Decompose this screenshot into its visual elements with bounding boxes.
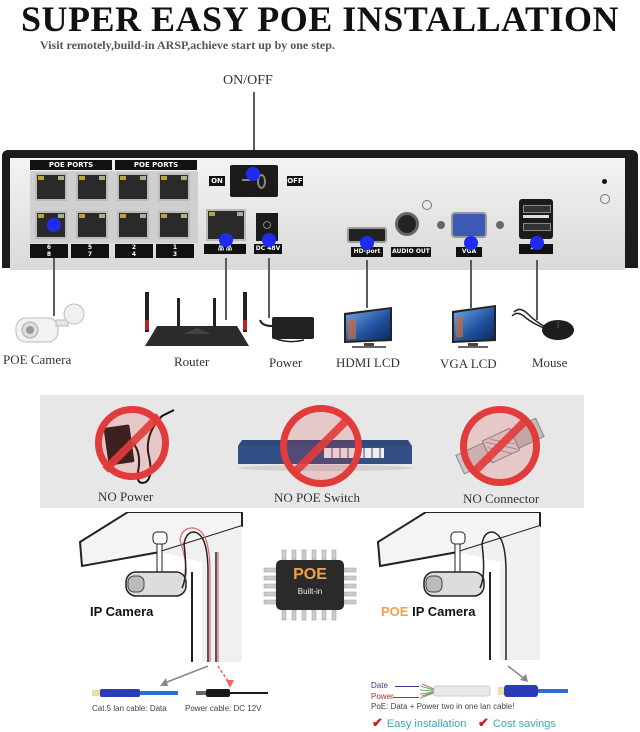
onoff-callout-label: ON/OFF [223,73,273,88]
poe-ports-label-1: POE PORTS [30,160,112,170]
checkmark-icon: ✔ [478,715,489,730]
leader-line [536,260,538,320]
power-cable-label: Power cable: DC 12V [185,704,262,713]
ip-camera-installation-diagram [78,512,243,688]
lan-cable-label: Cat.5 lan cable: Data [92,704,167,713]
poe-port[interactable] [35,173,67,201]
poe-port[interactable] [158,211,190,239]
benefit-cost-savings: ✔ Cost savings [478,715,556,730]
poe-port[interactable] [117,173,149,201]
poe-port[interactable] [76,211,108,239]
dc-cable-icon [196,689,268,697]
no-item-label: NO Connector [463,491,540,506]
data-wire-line [395,686,419,687]
poe-port[interactable] [158,173,190,201]
bullet-camera-icon [15,303,85,343]
ip-camera-title: IP Camera [90,604,154,619]
dc-port-label: DC 48V [254,244,282,254]
switch-off-label: OFF [287,176,303,186]
data-wire-label: Date [371,681,388,690]
no-item-label: NO POE Switch [274,490,360,505]
poe-ip-camera-title: POE IP Camera [381,604,476,619]
leader-line [366,260,368,308]
prohibited-icon [95,406,169,480]
vga-port[interactable] [451,212,487,238]
chip-subtitle: Built-in [297,587,323,596]
callout-dot [530,236,544,250]
poe-note: PoE: Data + Power two in one lan cable! [371,702,515,711]
prohibited-icon [460,406,540,486]
page-title: SUPER EASY POE INSTALLATION [21,0,619,39]
vga-screw-icon [437,221,445,229]
leader-line [470,260,472,308]
power-adapter-icon [259,317,314,343]
hdmi-port-label: HD-port [351,247,383,257]
router-icon [145,292,249,346]
mouse-icon [511,308,574,340]
callout-dot [47,218,61,232]
page-subtitle: Visit remotely,build-in ARSP,achieve sta… [40,38,335,52]
device-label: Power [269,355,303,370]
ground-screw-icon [600,194,610,204]
power-wire-line [393,697,419,698]
callout-dot [246,167,260,181]
device-label: VGA LCD [440,356,497,371]
lan-cable-icon [92,689,178,697]
chip-title: POE [293,566,327,583]
audio-out-jack[interactable] [395,212,419,236]
poe-camera-installation-diagram [376,512,541,682]
leader-line [53,258,55,316]
poe-port[interactable] [117,211,149,239]
vga-port-label: VGA [456,247,482,257]
vga-screw-icon [496,221,504,229]
callout-dot [464,236,478,250]
device-label: Mouse [532,355,568,370]
leader-line [225,258,227,320]
poe-lan-cable-icon [420,683,568,699]
ground-screw-icon [422,200,432,210]
poe-chip-icon [263,549,357,621]
onoff-leader-line [253,92,255,174]
poe-port[interactable] [76,173,108,201]
monitor-icon [344,307,392,348]
poe-ports-label-2: POE PORTS [115,160,197,170]
switch-on-label: ON [209,176,225,186]
callout-dot [219,233,233,247]
poe-port[interactable] [35,211,67,239]
lan-port-label: 品 品 [204,244,246,254]
status-led [602,179,607,184]
callout-dot [262,233,276,247]
benefit-easy-installation: ✔ Easy installation [372,715,467,730]
device-label: POE Camera [3,352,72,367]
device-label: HDMI LCD [336,355,400,370]
no-item-label: NO Power [98,489,154,504]
callout-dot [360,236,374,250]
leader-line [268,258,270,318]
prohibited-icon [280,405,362,487]
usb-ports[interactable] [519,199,553,239]
power-wire-label: Power [371,692,394,701]
device-label: Router [174,354,210,369]
checkmark-icon: ✔ [372,715,383,730]
audio-out-label: AUDIO OUT [391,247,431,257]
monitor-icon [452,305,496,348]
